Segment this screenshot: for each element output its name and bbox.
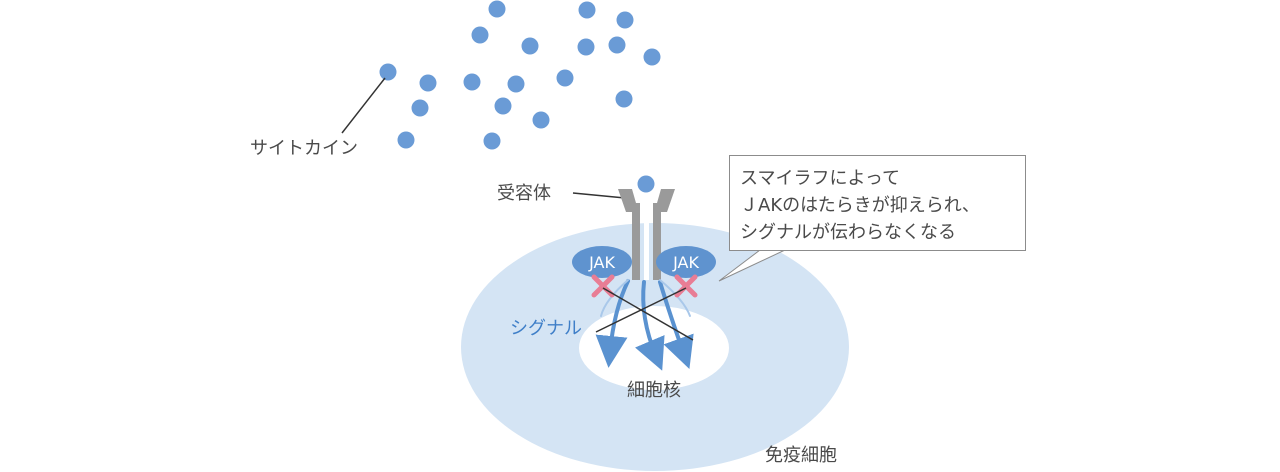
cytokine-dot [615,90,633,108]
cytokine-dot [483,132,501,150]
cytokine-label: サイトカイン [250,138,358,159]
jak-right [656,246,716,278]
callout-line: ＪAKのはたらきが抑えられ、 [740,195,980,216]
callout-line: シグナルが伝わらなくなる [740,222,956,243]
cytokine-leader-line [341,77,386,134]
block-x-right [674,274,698,298]
cytokine-dot [608,36,626,54]
cytokine-dot [379,63,397,81]
cytokine-dot [643,48,661,66]
jak-right-label: JAK [672,253,699,272]
cytokine-dot [578,1,596,19]
signal-arrows [595,279,694,371]
cross-line-a [602,287,694,341]
cross-line-b [595,287,687,333]
signal-label: シグナル [510,318,582,339]
receptor-leader-line [572,192,626,199]
receptor-label: 受容体 [497,183,551,204]
cytokine-dot [419,74,437,92]
cytokine-dot [397,131,415,149]
cytokine-dot [463,73,481,91]
cytokine-dot [521,37,539,55]
callout-box: スマイラフによって ＪAKのはたらきが抑えられ、 シグナルが伝わらなくなる [729,155,1026,251]
cytokine-dot [577,38,595,56]
cytokine-dot [507,75,525,93]
callout-pointer [718,249,786,282]
cytokine-dot [532,111,550,129]
signal-arrows-faint [600,279,691,317]
cytokine-dot [411,99,429,117]
signal-arrow-faint [600,279,629,317]
signal-arrow-faint [659,279,691,317]
cytokine-dots [379,0,661,193]
jak-left [572,246,632,278]
signal-arrow [595,279,630,368]
cytokine-dot [488,0,506,18]
cytokine-dot [471,26,489,44]
immune-cell-label: 免疫細胞 [765,445,837,466]
jak-left-label: JAK [588,253,615,272]
cytokine-dot [556,69,574,87]
cytokine-dot [616,11,634,29]
cytokine-dot [494,97,512,115]
signal-arrow [658,280,694,370]
nucleus-label: 細胞核 [627,380,681,401]
signal-arrow [635,280,665,371]
callout-line: スマイラフによって [740,168,901,189]
receptor-gap [644,203,649,280]
cytokine-dot-bound [637,175,655,193]
